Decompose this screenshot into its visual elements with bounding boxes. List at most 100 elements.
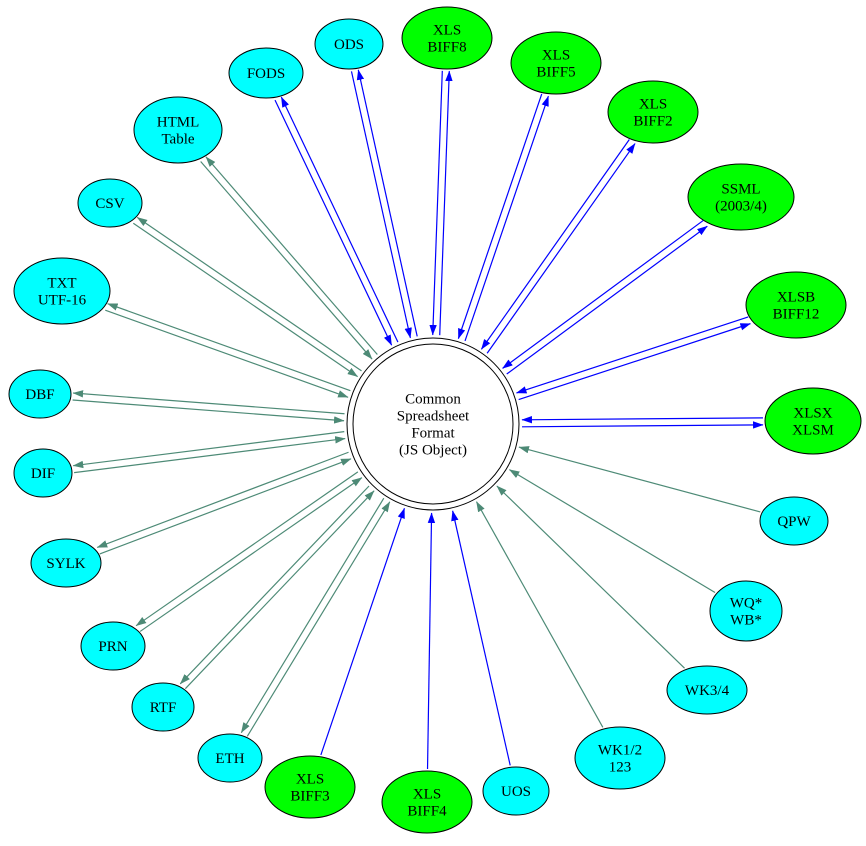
prn-ellipse bbox=[80, 621, 146, 671]
edge-layer bbox=[72, 69, 764, 770]
edge-sylk-to-csf bbox=[99, 458, 352, 555]
edge-csf-to-dif bbox=[72, 431, 345, 469]
xlsb-ellipse bbox=[745, 271, 847, 339]
edge-eth-to-csf bbox=[246, 501, 391, 737]
xlsx-ellipse bbox=[764, 387, 862, 455]
wk34-ellipse bbox=[666, 665, 748, 715]
node-sylk: SYLK bbox=[30, 538, 102, 588]
edge-csf-to-xls-biff2 bbox=[486, 143, 636, 354]
edge-xls-biff8-to-csf bbox=[429, 70, 443, 336]
edge-wk34-to-csf bbox=[496, 485, 685, 669]
edge-wqwb-to-csf bbox=[508, 469, 716, 594]
csv-ellipse bbox=[77, 178, 143, 228]
node-dif: DIF bbox=[13, 448, 73, 498]
qpw-ellipse bbox=[759, 496, 829, 546]
dif-label: DIF bbox=[31, 466, 55, 482]
fods-ellipse bbox=[228, 47, 304, 99]
xls-biff5-ellipse bbox=[510, 31, 602, 95]
edge-dif-to-csf bbox=[74, 436, 346, 474]
edge-csf-to-sylk bbox=[96, 451, 349, 548]
edge-csf-to-ods bbox=[356, 69, 418, 337]
edge-csf-to-prn bbox=[135, 471, 359, 627]
edge-uos-to-csf bbox=[451, 510, 511, 766]
eth-label: ETH bbox=[215, 751, 244, 767]
wqwb-ellipse bbox=[709, 580, 783, 642]
edge-csf-to-rtf bbox=[179, 485, 370, 685]
dbf-ellipse bbox=[8, 369, 72, 419]
csf-outer-circle bbox=[346, 337, 520, 511]
ssml-ellipse bbox=[687, 163, 795, 231]
ods-label: ODS bbox=[334, 37, 364, 53]
prn-label: PRN bbox=[98, 639, 127, 655]
fods-label: FODS bbox=[247, 66, 285, 82]
csv-label: CSV bbox=[95, 196, 124, 212]
node-ssml: SSML(2003/4) bbox=[687, 163, 795, 231]
html-ellipse bbox=[133, 96, 223, 164]
edge-xlsb-to-csf bbox=[516, 316, 749, 394]
edge-dbf-to-csf bbox=[72, 399, 345, 424]
ssml-label: SSML(2003/4) bbox=[715, 182, 767, 215]
edge-xls-biff5-to-csf bbox=[457, 93, 543, 340]
edge-rtf-to-csf bbox=[184, 490, 375, 690]
edge-txt-to-csf bbox=[105, 309, 349, 398]
edge-csf-to-eth bbox=[240, 497, 385, 734]
eth-ellipse bbox=[197, 733, 263, 783]
edge-fods-to-csf bbox=[274, 99, 393, 346]
node-wqwb: WQ*WB* bbox=[709, 580, 783, 642]
wqwb-label: WQ*WB* bbox=[730, 596, 763, 629]
edge-prn-to-csf bbox=[139, 477, 363, 632]
node-csv: CSV bbox=[77, 178, 143, 228]
edge-qpw-to-csf bbox=[518, 446, 761, 513]
edge-html-to-csf bbox=[200, 161, 373, 360]
edge-csv-to-csf bbox=[132, 222, 358, 378]
edge-csf-to-csv bbox=[136, 216, 362, 372]
edge-xlsx-to-csf bbox=[521, 416, 763, 424]
ods-ellipse bbox=[314, 18, 384, 70]
edge-csf-to-dbf bbox=[72, 390, 345, 415]
edge-csf-to-txt bbox=[107, 303, 351, 392]
xls-biff8-ellipse bbox=[401, 6, 493, 70]
edge-xls-biff3-to-csf bbox=[320, 507, 406, 756]
sylk-label: SYLK bbox=[46, 556, 85, 572]
uos-ellipse bbox=[482, 766, 550, 816]
rtf-label: RTF bbox=[150, 700, 177, 716]
edge-xls-biff2-to-csf bbox=[480, 139, 630, 350]
xls-biff2-ellipse bbox=[607, 80, 699, 144]
edge-csf-to-html bbox=[205, 156, 378, 355]
node-qpw: QPW bbox=[759, 496, 829, 546]
node-dbf: DBF bbox=[8, 369, 72, 419]
dbf-label: DBF bbox=[25, 387, 54, 403]
edge-csf-to-xlsx bbox=[522, 421, 764, 429]
node-uos: UOS bbox=[482, 766, 550, 816]
dif-ellipse bbox=[13, 448, 73, 498]
edge-ods-to-csf bbox=[350, 71, 412, 339]
edge-ssml-to-csf bbox=[502, 220, 704, 369]
node-eth: ETH bbox=[197, 733, 263, 783]
rtf-ellipse bbox=[131, 682, 195, 732]
sylk-ellipse bbox=[30, 538, 102, 588]
edge-xls-biff4-to-csf bbox=[426, 512, 436, 770]
csf-inner-circle bbox=[352, 343, 514, 505]
xls-biff4-ellipse bbox=[381, 770, 473, 834]
node-ods: ODS bbox=[314, 18, 384, 70]
edge-csf-to-ssml bbox=[506, 225, 708, 375]
